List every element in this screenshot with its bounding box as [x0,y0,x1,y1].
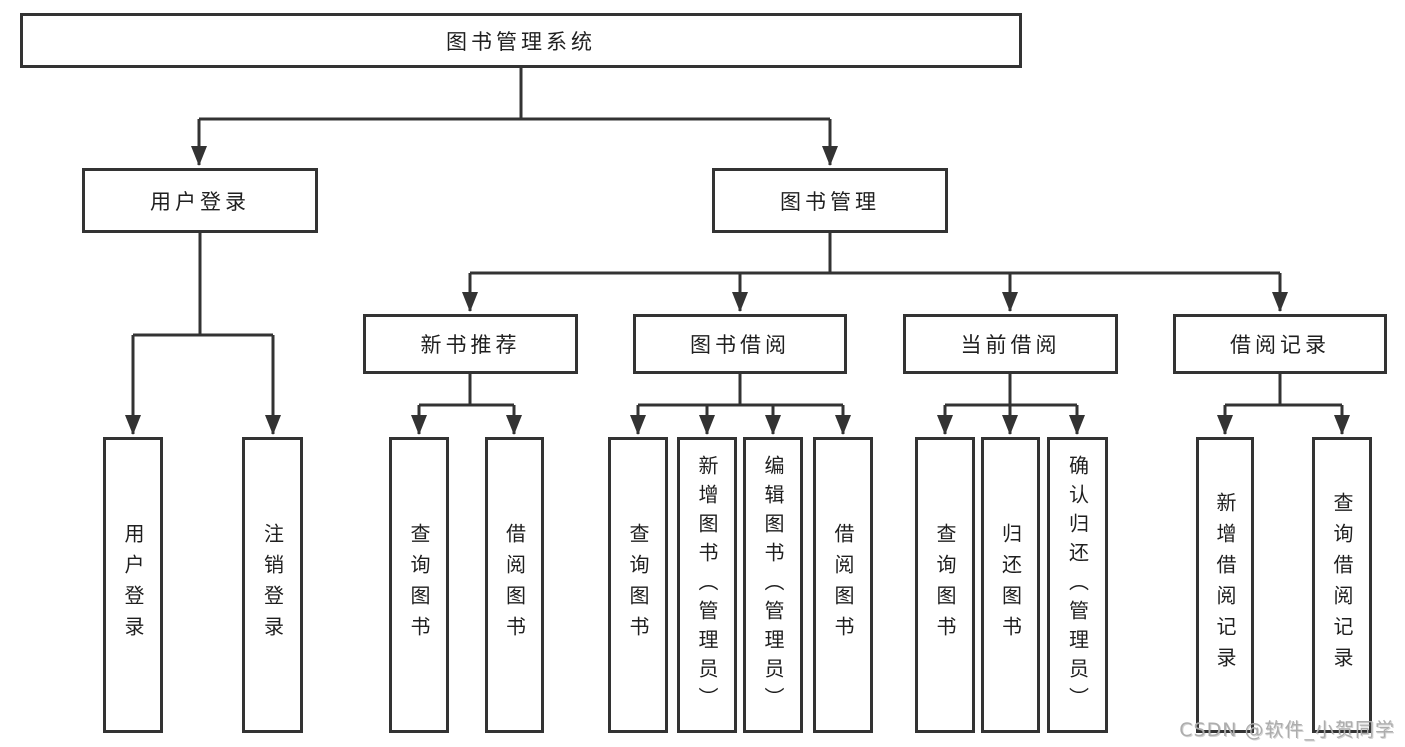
leaf-bb-edit-books-admin: 编辑图书（管理员） [743,437,803,733]
node-book-management-branch: 图书管理 [712,168,948,233]
connector-borrowing-records-group [1217,374,1350,435]
leaf-br-query-record: 查询借阅记录 [1312,437,1372,733]
connector-book-mgmt-to-groups [462,233,1288,312]
leaf-user-login: 用户登录 [103,437,163,733]
node-book-borrowing: 图书借阅 [633,314,847,374]
leaf-bb-query-books: 查询图书 [608,437,668,733]
connector-book-borrowing-group [630,374,851,435]
csdn-watermark: CSDN @软件_小贺同学 [1179,719,1395,741]
node-root: 图书管理系统 [20,13,1022,68]
leaf-cb-query-books: 查询图书 [915,437,975,733]
connector-user-login-to-leaves [125,233,281,435]
node-user-login-branch: 用户登录 [82,168,318,233]
leaf-cb-return-books: 归还图书 [981,437,1040,733]
connector-current-borrowing-group [937,374,1085,435]
leaf-nb-borrow-books: 借阅图书 [485,437,544,733]
leaf-bb-borrow-books: 借阅图书 [813,437,873,733]
connector-root-to-branches [191,68,838,166]
leaf-logout: 注销登录 [242,437,303,733]
leaf-br-add-record: 新增借阅记录 [1196,437,1254,733]
leaf-cb-confirm-return-admin: 确认归还（管理员） [1047,437,1108,733]
node-current-borrowing: 当前借阅 [903,314,1118,374]
node-new-book-recommendation: 新书推荐 [363,314,578,374]
leaf-bb-add-books-admin: 新增图书（管理员） [677,437,737,733]
connector-new-book-group [411,374,522,435]
leaf-nb-query-books: 查询图书 [389,437,449,733]
node-borrowing-records: 借阅记录 [1173,314,1387,374]
